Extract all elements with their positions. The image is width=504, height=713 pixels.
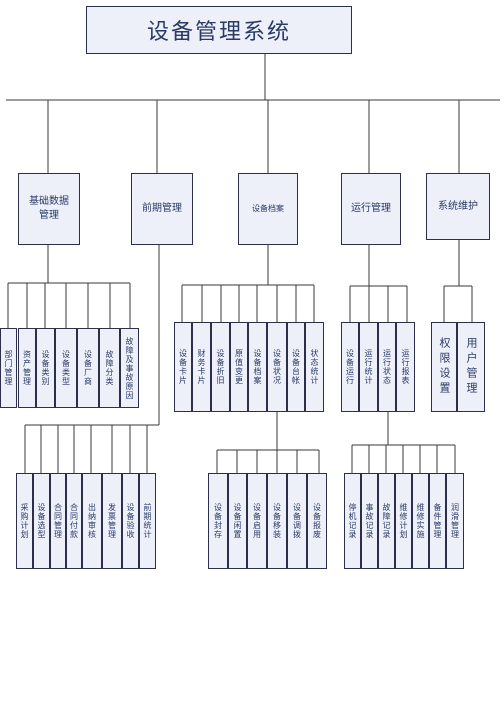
- category-basic-data: 基础数据管理: [18, 173, 80, 245]
- leaf-operation: 运行状态: [378, 322, 396, 412]
- leaf-operation-sub: 维修计划: [395, 473, 412, 569]
- leaf-archive-sub: 设备启用: [247, 473, 267, 569]
- leaf-basic-data: 部门管理: [0, 328, 17, 408]
- leaf-operation: 运行报表: [396, 322, 415, 412]
- leaf-archive-sub: 设备移装: [267, 473, 287, 569]
- leaf-pre-stage: 设备验收: [122, 473, 139, 569]
- leaf-pre-stage: 前期统计: [139, 473, 156, 569]
- leaf-pre-stage: 合同付款: [66, 473, 82, 569]
- leaf-archive: 原值变更: [230, 322, 248, 412]
- leaf-archive-sub: 设备闲置: [228, 473, 247, 569]
- leaf-basic-data: 故障分类: [99, 328, 120, 408]
- leaf-basic-data: 设备类别: [36, 328, 55, 408]
- leaf-pre-stage: 采购计划: [16, 473, 33, 569]
- leaf-archive: 状态统计: [305, 322, 324, 412]
- leaf-archive-sub: 设备调拨: [287, 473, 307, 569]
- leaf-basic-data: 故障及事故原因: [120, 328, 139, 408]
- leaf-basic-data: 设备类型: [55, 328, 77, 408]
- leaf-operation-sub: 事故记录: [361, 473, 378, 569]
- leaf-operation: 设备运行: [341, 322, 359, 412]
- leaf-operation-sub: 维修实施: [412, 473, 429, 569]
- leaf-archive: 设备档案: [248, 322, 267, 412]
- leaf-archive: 设备卡片: [174, 322, 192, 412]
- leaf-pre-stage: 合同管理: [50, 473, 66, 569]
- leaf-operation-sub: 故障记录: [378, 473, 395, 569]
- leaf-maintenance: 用户管理: [457, 322, 485, 412]
- leaf-pre-stage: 出纳审核: [82, 473, 102, 569]
- leaf-operation-sub: 停机记录: [344, 473, 361, 569]
- leaf-basic-data: 设备厂商: [77, 328, 99, 408]
- leaf-archive: 设备台帐: [287, 322, 305, 412]
- leaf-maintenance: 权限设置: [431, 322, 457, 412]
- leaf-archive-sub: 设备封存: [208, 473, 228, 569]
- system-title: 设备管理系统: [86, 6, 352, 54]
- leaf-archive: 设备折旧: [211, 322, 230, 412]
- category-archive: 设备档案: [238, 173, 298, 245]
- leaf-basic-data: 资产管理: [18, 328, 36, 408]
- leaf-archive: 设备状况: [267, 322, 287, 412]
- category-maintenance: 系统维护: [426, 173, 490, 240]
- leaf-operation: 运行统计: [359, 322, 378, 412]
- leaf-operation-sub: 润滑管理: [446, 473, 464, 569]
- leaf-pre-stage: 设备选型: [33, 473, 50, 569]
- category-pre-stage: 前期管理: [131, 173, 193, 245]
- leaf-archive-sub: 设备报废: [307, 473, 327, 569]
- leaf-pre-stage: 发票管理: [102, 473, 122, 569]
- leaf-archive: 财务卡片: [192, 322, 211, 412]
- category-operation: 运行管理: [341, 173, 401, 245]
- leaf-operation-sub: 备件管理: [429, 473, 446, 569]
